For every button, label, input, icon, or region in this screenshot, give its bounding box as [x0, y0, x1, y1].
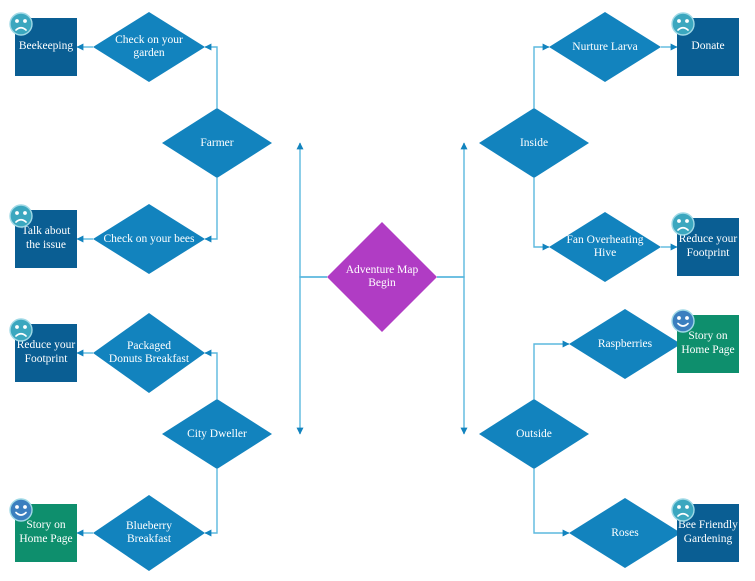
sad-face-icon	[9, 318, 33, 342]
node-packaged-donuts-breakfast[interactable]: Packaged Donuts Breakfast	[93, 313, 205, 393]
node-label: Roses	[611, 526, 639, 539]
terminal-reduce-your-footprint-left[interactable]: Reduce your Footprint	[9, 318, 77, 382]
node-label: Farmer	[200, 136, 234, 149]
edge-start-farmer	[296, 142, 327, 278]
node-label: Check on your bees	[103, 232, 195, 245]
node-label: City Dweller	[187, 427, 247, 440]
edge-outside-raspberries	[533, 340, 570, 399]
terminal-label: Story on Home Page	[681, 330, 735, 356]
happy-face-icon	[671, 309, 695, 333]
edge-start-outside	[437, 276, 468, 435]
terminal-story-on-home-page-left[interactable]: Story on Home Page	[9, 498, 77, 562]
happy-face-icon	[9, 498, 33, 522]
node-label: Blueberry Breakfast	[126, 520, 172, 545]
edge-outside-roses	[533, 469, 570, 537]
node-check-on-your-garden[interactable]: Check on your garden	[93, 12, 205, 82]
diamond-shape	[569, 498, 681, 568]
edge-city-blueberry	[204, 469, 218, 537]
terminal-label: Donate	[691, 40, 725, 53]
node-fan-overheating-hive[interactable]: Fan Overheating Hive	[549, 212, 661, 282]
diamond-shape	[479, 399, 589, 469]
node-city-dweller[interactable]: City Dweller	[162, 399, 272, 469]
edge-farmer-bees	[204, 178, 218, 243]
terminal-bee-friendly-gardening[interactable]: Bee Friendly Gardening	[671, 498, 739, 562]
terminal-label: Talk about the issue	[21, 225, 71, 251]
edge-city-donuts	[204, 349, 218, 399]
diamond-shape	[549, 212, 661, 282]
terminal-label: Reduce your Footprint	[16, 339, 76, 365]
diamond-shape	[93, 12, 205, 82]
node-roses[interactable]: Roses	[569, 498, 681, 568]
node-label: Check on your garden	[115, 34, 183, 59]
node-adventure-map-begin[interactable]: Adventure Map Begin	[327, 222, 437, 332]
diamond-shape	[162, 399, 272, 469]
node-blueberry-breakfast[interactable]: Blueberry Breakfast	[93, 495, 205, 571]
diamond-shape	[93, 204, 205, 274]
edge-start-city	[296, 276, 327, 435]
node-raspberries[interactable]: Raspberries	[569, 309, 681, 379]
sad-face-icon	[671, 498, 695, 522]
node-farmer[interactable]: Farmer	[162, 108, 272, 178]
diamond-shape	[93, 313, 205, 393]
terminal-beekeeping[interactable]: Beekeeping	[9, 12, 77, 76]
node-label: Inside	[519, 136, 549, 149]
node-outside[interactable]: Outside	[479, 399, 589, 469]
node-check-on-your-bees[interactable]: Check on your bees	[93, 204, 205, 274]
diamond-shape	[569, 309, 681, 379]
sad-face-icon	[9, 12, 33, 36]
terminal-donate[interactable]: Donate	[671, 12, 739, 76]
edge-inside-nurture	[533, 43, 550, 108]
node-inside[interactable]: Inside	[479, 108, 589, 178]
node-label: Nurture Larva	[572, 40, 638, 53]
edge-farmer-garden	[204, 43, 218, 108]
edge-inside-fan	[533, 178, 550, 251]
diamond-shape	[327, 222, 437, 332]
diamond-shape	[549, 12, 661, 82]
node-label: Adventure Map Begin	[345, 264, 419, 289]
node-label: Raspberries	[597, 337, 653, 350]
terminal-reduce-your-footprint-right[interactable]: Reduce your Footprint	[671, 212, 739, 276]
terminal-label: Bee Friendly Gardening	[678, 519, 738, 545]
terminal-story-on-home-page-right[interactable]: Story on Home Page	[671, 309, 739, 373]
sad-face-icon	[9, 204, 33, 228]
node-label: Packaged Donuts Breakfast	[108, 340, 190, 365]
node-nurture-larva[interactable]: Nurture Larva	[549, 12, 661, 82]
terminal-label: Beekeeping	[18, 40, 74, 53]
node-label: Outside	[516, 427, 552, 440]
edge-start-inside	[437, 142, 468, 278]
sad-face-icon	[671, 12, 695, 36]
terminal-label: Story on Home Page	[19, 519, 73, 545]
diamond-shape	[93, 495, 205, 571]
sad-face-icon	[671, 212, 695, 236]
node-label: Fan Overheating Hive	[566, 234, 644, 259]
diamond-shape	[162, 108, 272, 178]
terminal-label: Reduce your Footprint	[678, 233, 738, 259]
diamond-shape	[479, 108, 589, 178]
terminal-talk-about-the-issue[interactable]: Talk about the issue	[9, 204, 77, 268]
